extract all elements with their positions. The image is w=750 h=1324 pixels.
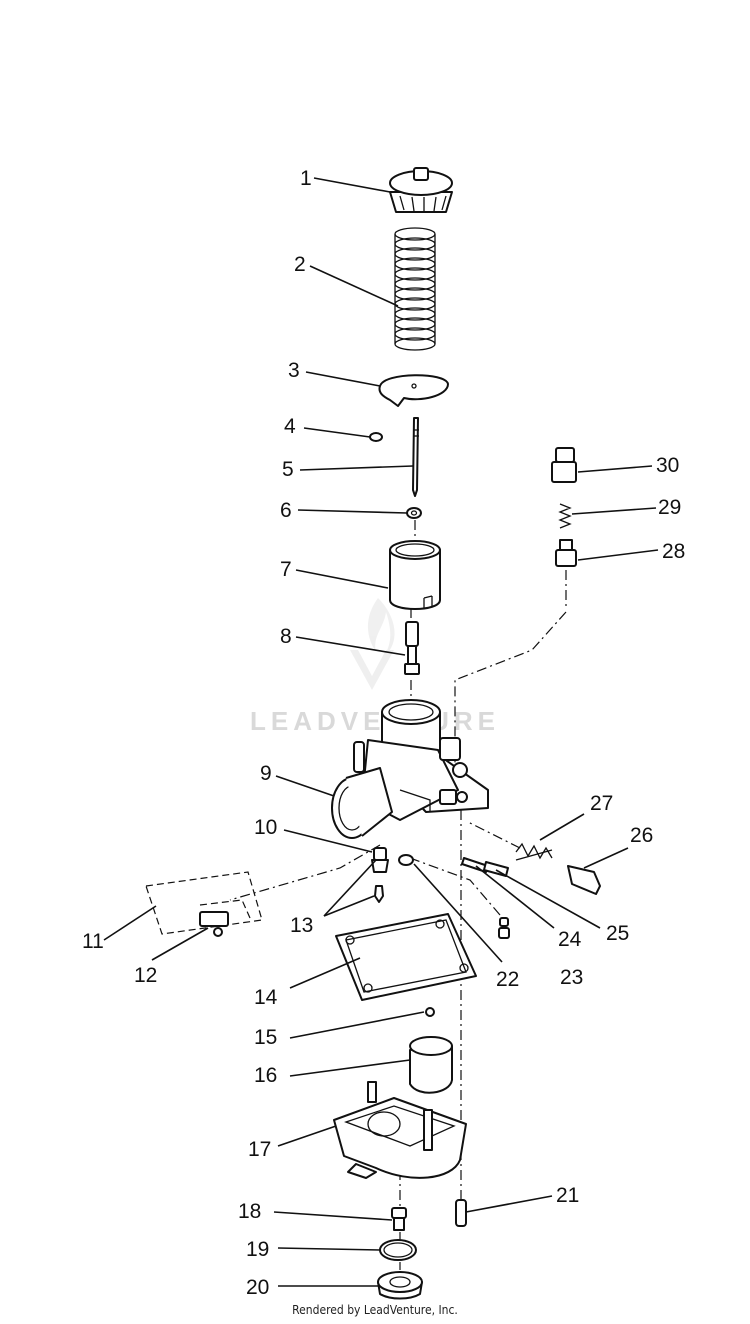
callout-23: 23: [560, 966, 583, 989]
part-8-jet: [404, 621, 420, 675]
callout-labels: 1 2 3 4 5 6 7 8 9 10 11 12 13 14 15 16 1…: [82, 167, 685, 1299]
callout-27: 27: [590, 792, 613, 815]
callout-4: 4: [284, 415, 296, 438]
callout-19: 19: [246, 1238, 269, 1261]
part-28-plunger: [555, 539, 577, 567]
part-21-pilot-screw: [455, 1199, 467, 1227]
part-1-cap: [389, 167, 453, 213]
watermark: LEADVENTURE: [250, 598, 500, 736]
callout-3: 3: [288, 359, 300, 382]
watermark-text: LEADVENTURE: [250, 706, 500, 736]
part-2-spring: [394, 227, 436, 351]
callout-29: 29: [658, 496, 681, 519]
callout-10: 10: [254, 816, 277, 839]
callout-25: 25: [606, 922, 629, 945]
part-27-spring: [515, 842, 553, 861]
part-30-plunger-cap: [551, 447, 577, 483]
part-9-carburetor-body: [331, 699, 489, 839]
footer-credit: Rendered by LeadVenture, Inc.: [292, 1303, 458, 1317]
callout-13: 13: [290, 914, 313, 937]
part-3-plate: [378, 374, 449, 407]
part-11-12-float-assembly: [145, 871, 263, 937]
part-14-gasket: [335, 913, 477, 1001]
part-6-washer: [406, 507, 422, 519]
callout-20: 20: [246, 1276, 269, 1299]
callout-17: 17: [248, 1138, 271, 1161]
part-18-drain-screw: [391, 1207, 407, 1231]
callout-30: 30: [656, 454, 679, 477]
callout-26: 26: [630, 824, 653, 847]
callout-24: 24: [558, 928, 582, 951]
part-10-jet: [371, 847, 389, 873]
callout-2: 2: [294, 253, 306, 276]
callout-9: 9: [260, 762, 272, 785]
callout-18: 18: [238, 1200, 261, 1223]
part-17-float-bowl: [333, 1081, 467, 1179]
part-29-spring: [558, 503, 572, 529]
callout-8: 8: [280, 625, 292, 648]
callout-14: 14: [254, 986, 278, 1009]
part-5-needle: [412, 417, 419, 497]
part-4-clip: [369, 432, 383, 442]
part-24-screw: [461, 857, 489, 873]
leader-lines: [103, 177, 659, 1287]
callout-5: 5: [282, 458, 294, 481]
callout-21: 21: [556, 1184, 579, 1207]
callout-12: 12: [134, 964, 157, 987]
callout-22: 22: [496, 968, 519, 991]
flame-v-logo-icon: [350, 598, 395, 690]
part-20-drain-plug: [377, 1271, 423, 1300]
part-19-o-ring: [379, 1239, 417, 1261]
callout-28: 28: [662, 540, 685, 563]
callout-6: 6: [280, 499, 292, 522]
part-15-ball: [425, 1007, 435, 1017]
part-22-washer: [398, 854, 414, 866]
part-13-needle-valve: [374, 885, 384, 903]
part-16-float: [409, 1036, 453, 1094]
callout-15: 15: [254, 1026, 277, 1049]
callout-11: 11: [82, 930, 104, 953]
callout-16: 16: [254, 1064, 277, 1087]
part-26-idle-screw: [567, 865, 601, 895]
callout-7: 7: [280, 558, 292, 581]
part-7-throttle-slide: [389, 540, 441, 610]
part-23-plug: [498, 917, 510, 939]
callout-1: 1: [300, 167, 312, 190]
